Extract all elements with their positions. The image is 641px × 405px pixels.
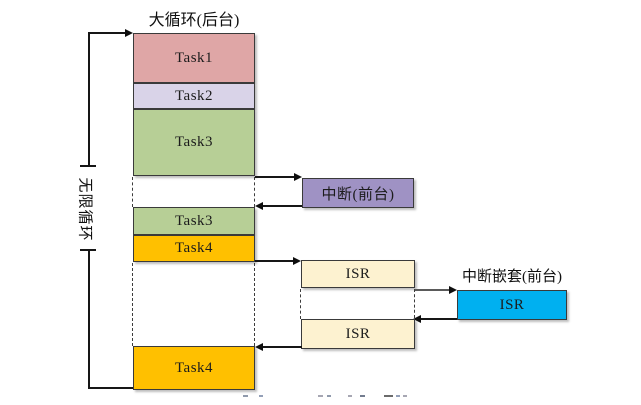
arrow-return-from-nested-isr <box>420 318 457 320</box>
dashed-edge <box>254 177 255 207</box>
loop-tick-top <box>80 165 96 167</box>
caption-fragment <box>360 395 365 397</box>
main-loop-title: 大循环(后台) <box>148 12 240 29</box>
arrow-to-interrupt-head-icon <box>294 173 302 181</box>
loop-arrowhead-icon <box>125 29 133 37</box>
isr2-label: ISR <box>345 325 371 342</box>
arrow-return-from-isr <box>262 346 302 348</box>
nested-isr-box: ISR <box>457 290 567 320</box>
dashed-edge <box>132 177 133 207</box>
dashed-edge <box>300 289 301 319</box>
loop-line-left-lower <box>88 251 90 389</box>
arrow-to-isr1-head-icon <box>293 257 301 265</box>
task4-resume-label: Task4 <box>174 359 214 376</box>
task3-resume-label: Task3 <box>174 212 214 229</box>
dashed-edge <box>414 289 415 318</box>
task3-label: Task3 <box>174 134 214 150</box>
caption-fragment <box>243 395 248 397</box>
arrow-to-isr1 <box>255 260 294 262</box>
isr1-box: ISR <box>301 260 415 288</box>
loop-tick-bottom <box>80 249 96 251</box>
isr2-box: ISR <box>301 319 415 349</box>
task1-box: Task1 <box>133 33 255 83</box>
loop-line-left-upper <box>88 32 90 165</box>
caption-fragment <box>259 395 263 397</box>
arrow-return-from-isr-head-icon <box>255 343 263 351</box>
isr1-label: ISR <box>345 265 371 282</box>
caption-fragment <box>318 395 323 397</box>
arrow-to-interrupt <box>255 176 295 178</box>
arrow-to-nested-isr <box>415 289 450 291</box>
task4-label: Task4 <box>174 240 214 256</box>
nested-interrupt-title: 中断嵌套(前台) <box>462 269 562 285</box>
task4-box: Task4 <box>133 235 255 262</box>
caption-fragment <box>396 395 400 397</box>
arrow-return-from-interrupt <box>262 205 302 207</box>
nested-isr-label: ISR <box>499 296 525 313</box>
task1-label: Task1 <box>174 49 214 66</box>
arrow-return-from-nested-isr-head-icon <box>413 315 421 323</box>
caption-fragment <box>327 395 331 397</box>
dashed-edge <box>132 263 133 346</box>
task2-label: Task2 <box>174 87 214 104</box>
arrow-to-nested-isr-head-icon <box>449 286 457 294</box>
task4-resume-box: Task4 <box>133 346 255 390</box>
infinite-loop-label: 无限循环 <box>76 177 93 242</box>
caption-fragment <box>384 395 393 397</box>
task3-box: Task3 <box>133 109 255 176</box>
interrupt-box: 中断(前台) <box>302 178 414 208</box>
arrow-return-from-interrupt-head-icon <box>255 202 263 210</box>
dashed-edge <box>254 263 255 346</box>
interrupt-label: 中断(前台) <box>321 186 395 203</box>
caption-fragment <box>403 395 407 397</box>
caption-fragment <box>348 395 352 397</box>
task2-box: Task2 <box>133 83 255 109</box>
task3-resume-box: Task3 <box>133 207 255 235</box>
loop-line-bottom <box>88 387 134 389</box>
loop-line-top <box>89 32 125 34</box>
